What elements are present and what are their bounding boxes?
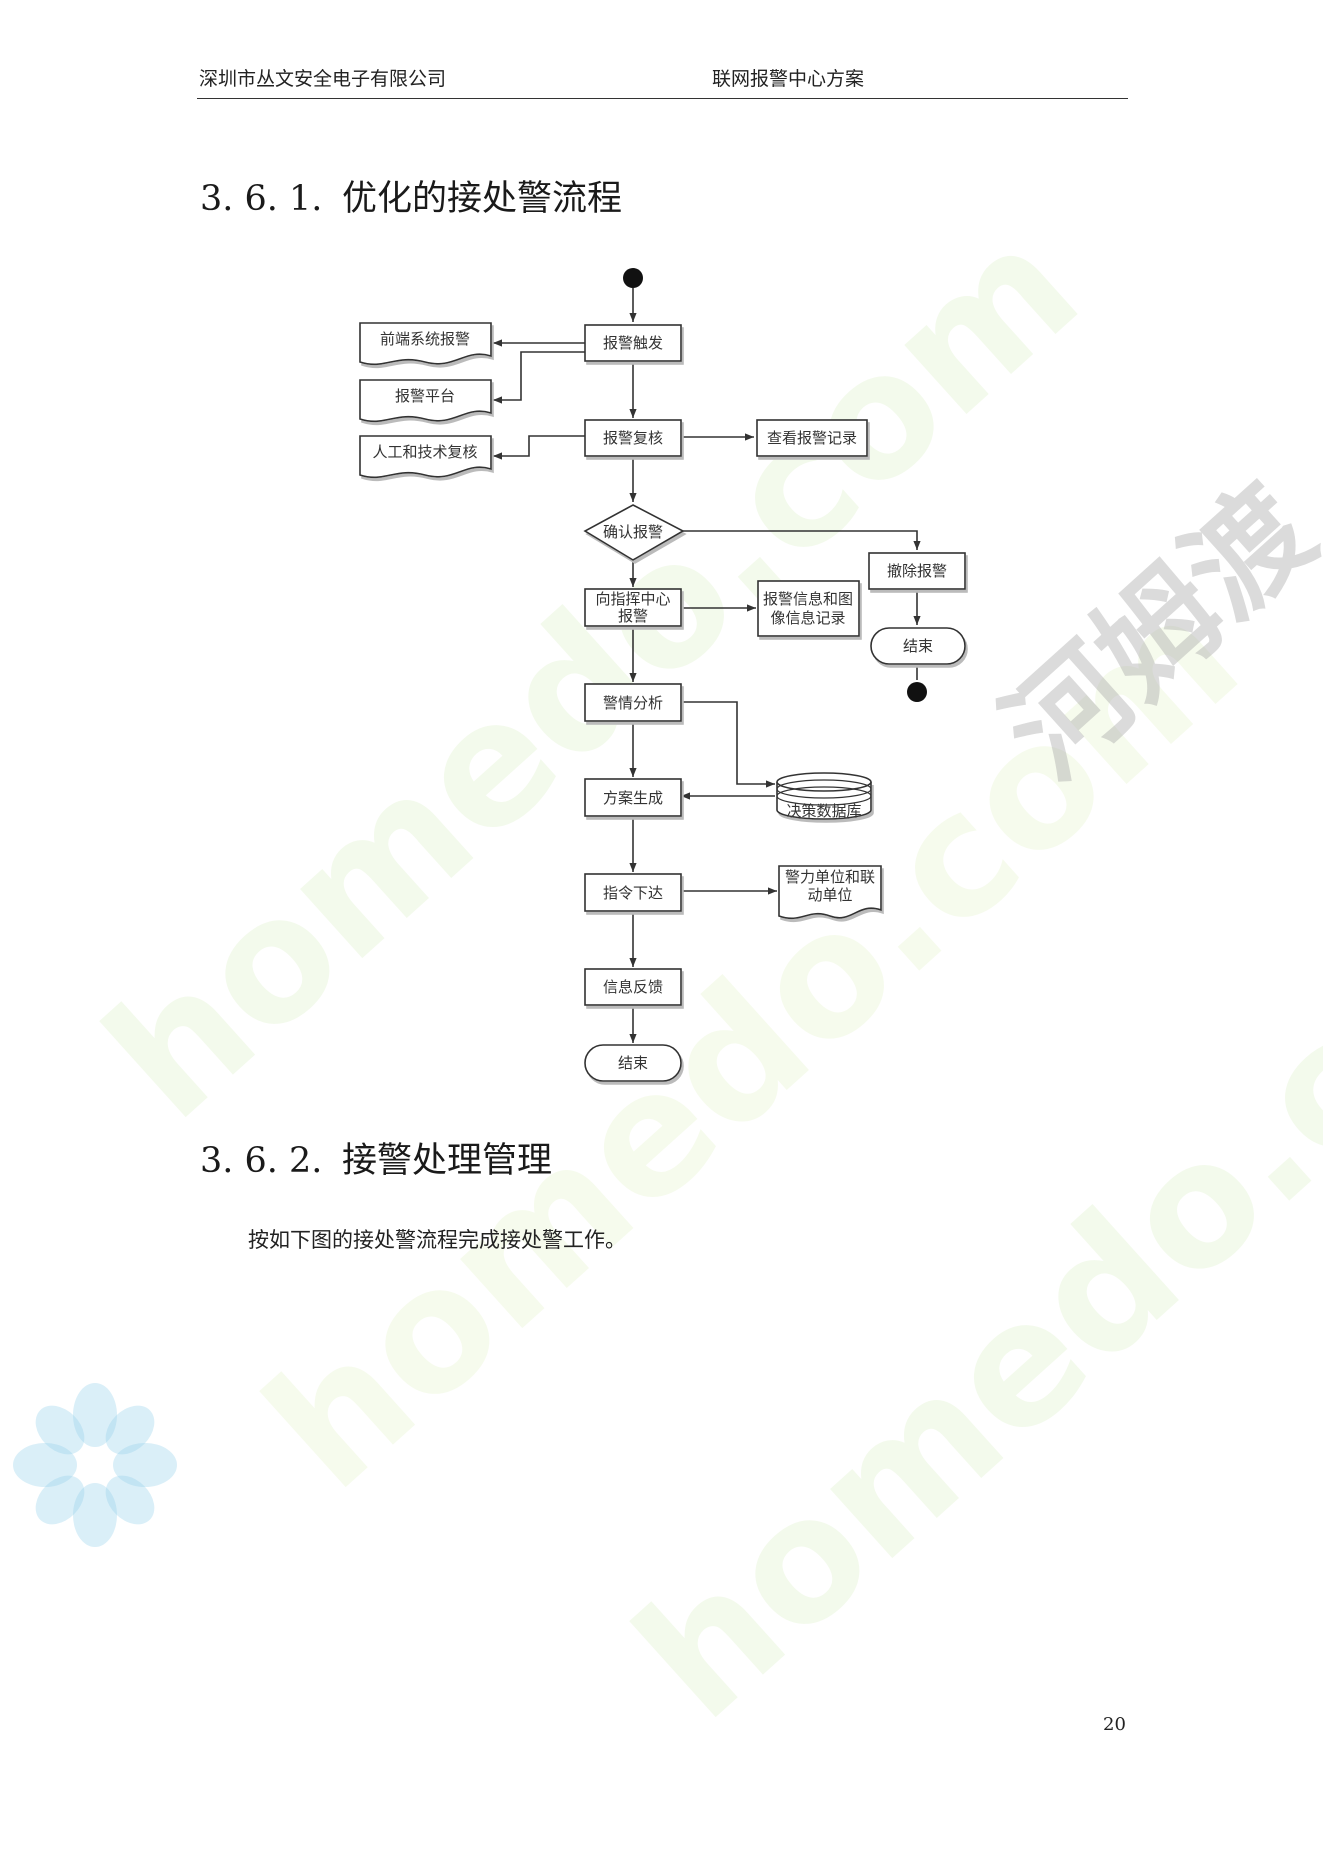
start-node	[623, 268, 643, 288]
node-review: 报警复核	[584, 419, 682, 457]
flowchart-connectors	[493, 288, 921, 1043]
node-dispatch-label: 指令下达	[603, 884, 663, 902]
node-platform: 报警平台	[359, 379, 492, 423]
node-view-records: 查看报警记录	[756, 419, 868, 457]
node-end-label: 结束	[618, 1054, 648, 1072]
section-number: 3. 6. 2.	[200, 1141, 323, 1181]
node-trigger: 报警触发	[584, 324, 682, 362]
node-report-command-line2: 报警	[618, 607, 648, 625]
node-plan: 方案生成	[584, 778, 682, 817]
node-analysis: 警情分析	[584, 683, 682, 722]
node-review-label: 报警复核	[603, 429, 663, 447]
node-end: 结束	[584, 1044, 682, 1082]
node-cancel: 撤除报警	[868, 552, 966, 590]
edge-confirm-cancel	[683, 530, 921, 550]
edge-review-manual	[493, 435, 585, 460]
page-header: 深圳市丛文安全电子有限公司 联网报警中心方案	[197, 62, 1128, 99]
node-info-record-line2: 像信息记录	[770, 609, 845, 627]
node-feedback: 信息反馈	[584, 968, 682, 1006]
node-analysis-label: 警情分析	[603, 694, 663, 712]
section-number: 3. 6. 1.	[200, 179, 323, 219]
section-heading: 优化的接处警流程	[342, 179, 623, 219]
node-units-line2: 动单位	[807, 886, 852, 904]
node-view-records-label: 查看报警记录	[767, 429, 857, 447]
node-plan-label: 方案生成	[603, 789, 663, 807]
node-platform-label: 报警平台	[395, 387, 455, 405]
node-manual-review: 人工和技术复核	[359, 435, 492, 479]
header-document-title: 联网报警中心方案	[712, 68, 865, 90]
node-confirm: 确认报警	[583, 504, 685, 561]
node-cancel-label: 撤除报警	[887, 562, 947, 580]
node-end-right-label: 结束	[903, 637, 933, 655]
edge-analysis-database	[681, 701, 775, 788]
node-manual-review-label: 人工和技术复核	[372, 443, 477, 461]
node-report-command-line1: 向指挥中心	[595, 590, 670, 608]
end-node-right	[907, 682, 927, 702]
node-confirm-label: 确认报警	[603, 523, 663, 541]
node-feedback-label: 信息反馈	[603, 978, 663, 996]
node-database-label: 决策数据库	[786, 802, 861, 820]
section-title-3-6-1: 3. 6. 1. 优化的接处警流程	[200, 170, 622, 221]
node-database: 决策数据库	[776, 772, 872, 820]
watermark-text-cn: 河姆渡	[979, 460, 1323, 805]
node-trigger-label: 报警触发	[603, 334, 663, 352]
body-paragraph: 按如下图的接处警流程完成接处警工作。	[248, 1228, 626, 1252]
node-units: 警力单位和联 动单位	[778, 865, 882, 920]
node-report-command: 向指挥中心 报警	[584, 588, 682, 627]
page-number: 20	[1103, 1714, 1126, 1735]
section-heading: 接警处理管理	[342, 1141, 553, 1181]
node-frontend: 前端系统报警	[359, 322, 492, 366]
watermark-flower-icon	[13, 1383, 177, 1547]
node-units-line1: 警力单位和联	[785, 868, 875, 886]
node-frontend-label: 前端系统报警	[380, 330, 470, 348]
edge-trigger-platform	[493, 351, 585, 404]
node-info-record-line1: 报警信息和图	[763, 590, 853, 608]
watermark-text-3: homedo.com	[600, 788, 1323, 1758]
header-company: 深圳市丛文安全电子有限公司	[199, 68, 447, 90]
node-info-record: 报警信息和图 像信息记录	[757, 580, 860, 637]
node-end-right: 结束	[870, 627, 966, 665]
section-title-3-6-2: 3. 6. 2. 接警处理管理	[200, 1132, 552, 1183]
node-dispatch: 指令下达	[584, 873, 682, 912]
watermark-text-2: homedo.com	[230, 558, 1276, 1528]
